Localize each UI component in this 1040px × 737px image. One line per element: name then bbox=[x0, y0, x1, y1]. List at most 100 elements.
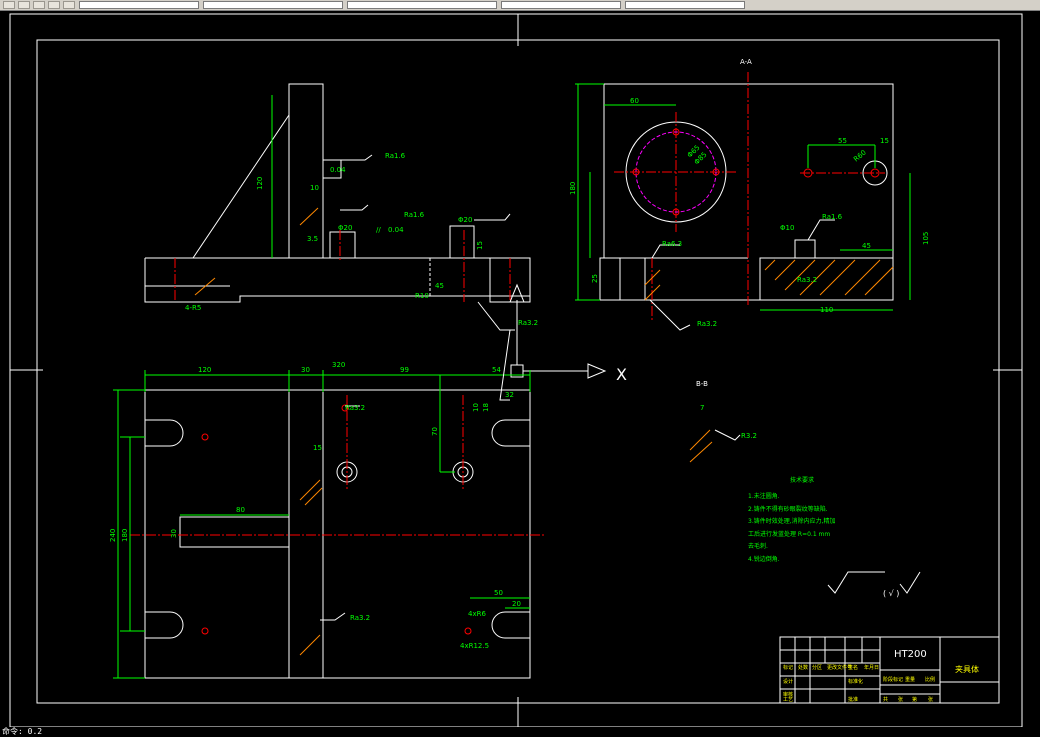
dim-text: 99 bbox=[400, 366, 409, 374]
svg-text:3.铸件时效处理,消除内应力,精加: 3.铸件时效处理,消除内应力,精加 bbox=[748, 517, 836, 525]
save-icon[interactable] bbox=[33, 1, 45, 9]
dim-text: 80 bbox=[236, 506, 245, 514]
dim-text: 10 bbox=[472, 403, 480, 412]
dim-text: Ra1.6 bbox=[385, 152, 406, 160]
svg-text:标记: 标记 bbox=[783, 664, 793, 671]
svg-text:共: 共 bbox=[883, 696, 888, 703]
dim-text: Ra1.6 bbox=[822, 213, 843, 221]
svg-text:工后进行发蓝处理 R=0.1 mm: 工后进行发蓝处理 R=0.1 mm bbox=[748, 530, 830, 538]
svg-text:签名: 签名 bbox=[848, 664, 858, 671]
title-block bbox=[779, 636, 1000, 704]
plan-view bbox=[144, 389, 531, 679]
dim-text: 240 bbox=[109, 529, 117, 542]
dim-text: 320 bbox=[332, 361, 345, 369]
svg-text:年月日: 年月日 bbox=[864, 664, 879, 671]
dim-text: // bbox=[376, 226, 381, 234]
dim-text: Ra3.2 bbox=[345, 404, 365, 412]
svg-text:标准化: 标准化 bbox=[848, 678, 863, 685]
part-name: 夹具体 bbox=[955, 664, 979, 674]
cad-drawing: A-A B-B HT200 夹具体 ( √ ) 120 Ra1.6 Ra1.6 … bbox=[9, 13, 1023, 727]
side-view bbox=[599, 83, 894, 301]
dim-text: 15 bbox=[313, 444, 322, 452]
dim-text: 105 bbox=[922, 232, 930, 245]
dim-text: 10 bbox=[310, 184, 319, 192]
ucs-x-label: X bbox=[616, 365, 627, 384]
dimension-lines bbox=[113, 83, 911, 679]
dim-text: 30 bbox=[170, 529, 178, 538]
new-icon[interactable] bbox=[3, 1, 15, 9]
roughness-symbol bbox=[827, 571, 885, 594]
lineweight-dropdown[interactable] bbox=[501, 1, 621, 9]
dim-text: Ra3.2 bbox=[350, 614, 370, 622]
sheet-border bbox=[9, 13, 1023, 727]
section-label-bb: B-B bbox=[696, 380, 708, 388]
section-hatching bbox=[194, 207, 894, 656]
properties-icon[interactable] bbox=[63, 1, 75, 9]
top-toolbar bbox=[0, 0, 1040, 11]
front-view bbox=[144, 83, 531, 303]
color-dropdown[interactable] bbox=[203, 1, 343, 9]
dim-text: Φ10 bbox=[780, 224, 794, 232]
dim-text: 32 bbox=[505, 391, 514, 399]
svg-text:技术要求: 技术要求 bbox=[790, 476, 814, 484]
svg-text:批准: 批准 bbox=[848, 696, 858, 703]
svg-text:设计: 设计 bbox=[783, 678, 793, 685]
drawing-canvas[interactable]: A-A B-B HT200 夹具体 ( √ ) 120 Ra1.6 Ra1.6 … bbox=[0, 10, 1040, 737]
svg-text:重量: 重量 bbox=[905, 676, 915, 683]
dim-text: 180 bbox=[569, 182, 577, 195]
dim-text: R3.2 bbox=[741, 432, 757, 440]
dim-text: 15 bbox=[880, 137, 889, 145]
dim-text: 20 bbox=[512, 600, 521, 608]
svg-text:去毛刺.: 去毛刺. bbox=[748, 542, 768, 550]
title-block-text: 标记 处数 分区 更改文件号 签名 年月日 设计 标准化 审核 工艺 批准 阶段… bbox=[783, 664, 935, 703]
center-lines bbox=[130, 72, 885, 536]
dim-text: Φ20 bbox=[458, 216, 472, 224]
command-line[interactable]: 命令: 0.2 bbox=[0, 727, 1040, 737]
dim-text: 4-R5 bbox=[185, 304, 201, 312]
svg-text:张: 张 bbox=[928, 696, 933, 703]
svg-text:工艺: 工艺 bbox=[783, 697, 793, 703]
dim-text: 3.5 bbox=[307, 235, 318, 243]
svg-text:分区: 分区 bbox=[812, 664, 822, 671]
open-icon[interactable] bbox=[18, 1, 30, 9]
svg-text:第: 第 bbox=[912, 696, 917, 703]
dim-text: Ra1.6 bbox=[404, 211, 425, 219]
technical-notes: 技术要求 1.未注圆角. 2.铸件不得有砂眼裂纹等缺陷. 3.铸件时效处理,消除… bbox=[748, 476, 836, 563]
svg-text:2.铸件不得有砂眼裂纹等缺陷.: 2.铸件不得有砂眼裂纹等缺陷. bbox=[748, 505, 828, 513]
svg-text:审核: 审核 bbox=[783, 691, 793, 698]
dim-text: 30 bbox=[301, 366, 310, 374]
dim-text: 60 bbox=[630, 97, 639, 105]
dim-text: 110 bbox=[820, 306, 833, 314]
dim-text: 18 bbox=[482, 403, 490, 412]
svg-text:处数: 处数 bbox=[798, 664, 808, 671]
dim-text: 54 bbox=[492, 366, 501, 374]
svg-text:比例: 比例 bbox=[925, 676, 935, 683]
bolt-circle bbox=[635, 131, 717, 213]
svg-text:更改文件号: 更改文件号 bbox=[827, 664, 852, 671]
dim-text: 0.04 bbox=[388, 226, 404, 234]
svg-text:张: 张 bbox=[898, 696, 903, 703]
svg-text:4.锐边倒角.: 4.锐边倒角. bbox=[748, 555, 780, 563]
roughness-note: ( √ ) bbox=[883, 589, 899, 598]
dim-text: Ra3.2 bbox=[797, 276, 817, 284]
dim-text: 180 bbox=[121, 529, 129, 542]
dim-text: 0.04 bbox=[330, 166, 346, 174]
layer-dropdown[interactable] bbox=[79, 1, 199, 9]
dim-text: 7 bbox=[700, 404, 704, 412]
svg-text:阶段标记: 阶段标记 bbox=[883, 676, 903, 683]
dim-text: 45 bbox=[435, 282, 444, 290]
ucs-icon bbox=[509, 283, 607, 379]
linetype-dropdown[interactable] bbox=[347, 1, 497, 9]
dim-text: 120 bbox=[198, 366, 211, 374]
dim-text: 45 bbox=[862, 242, 871, 250]
dim-text: 4xR12.5 bbox=[460, 642, 489, 650]
plotstyle-dropdown[interactable] bbox=[625, 1, 745, 9]
dim-text: 25 bbox=[591, 274, 599, 283]
dim-text: 50 bbox=[494, 589, 503, 597]
dim-text: Ra3.2 bbox=[697, 320, 717, 328]
layer-icon[interactable] bbox=[48, 1, 60, 9]
dim-text: 70 bbox=[431, 427, 439, 436]
dim-text: 4xR6 bbox=[468, 610, 486, 618]
dim-text: Ra6.3 bbox=[662, 240, 682, 248]
material-label: HT200 bbox=[894, 649, 927, 660]
